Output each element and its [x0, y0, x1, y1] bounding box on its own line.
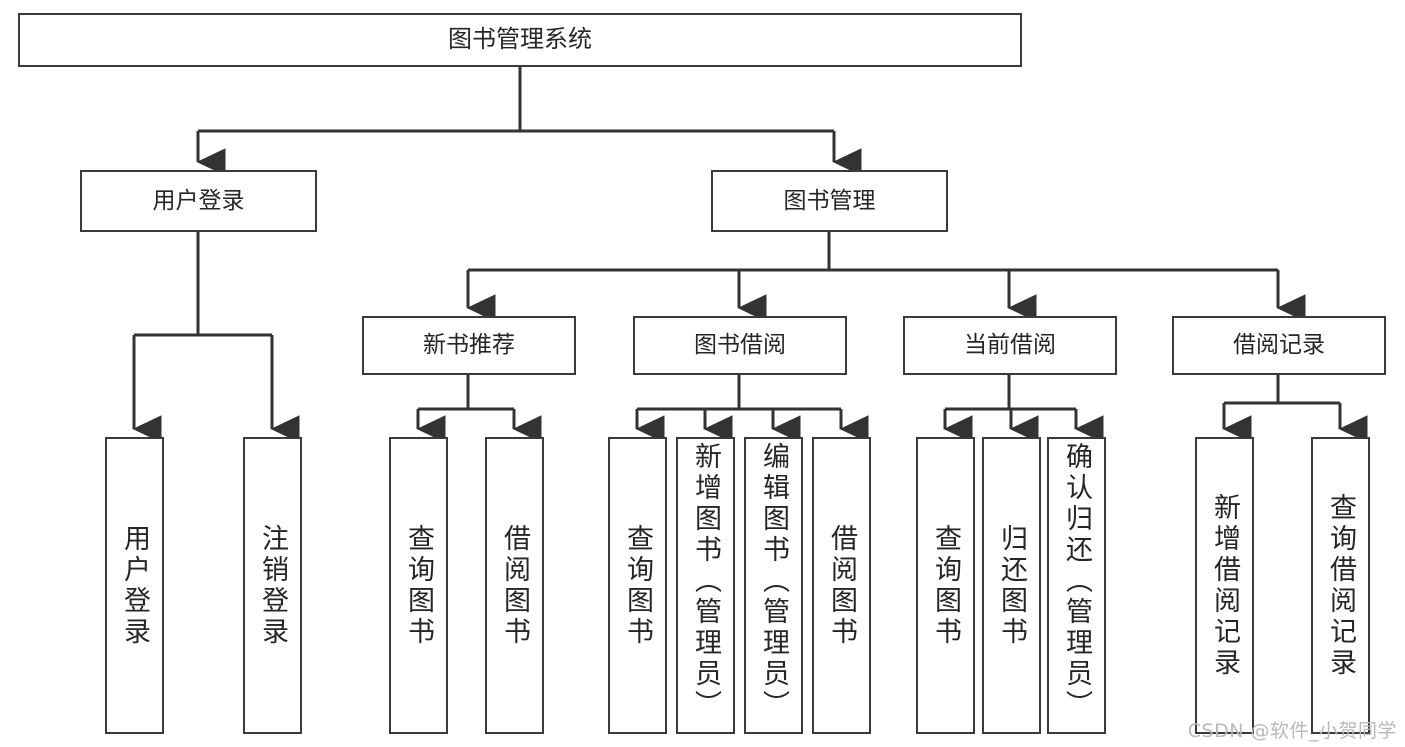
leaf-borrow-book[interactable]: 借阅图书 [812, 437, 871, 734]
leaf-search-books-borrow[interactable]: 查询图书 [608, 437, 667, 734]
node-label: 查询图书 [622, 523, 653, 648]
node-root-system[interactable]: 图书管理系统 [18, 13, 1022, 67]
leaf-confirm-return-admin[interactable]: 确认归还（管理员） [1047, 437, 1106, 734]
leaf-edit-book-admin[interactable]: 编辑图书（管理员） [744, 437, 803, 734]
node-label: 编辑图书（管理员） [758, 442, 789, 721]
node-label: 查询借阅记录 [1325, 492, 1356, 679]
node-label: 图书借阅 [694, 332, 786, 359]
leaf-user-logout[interactable]: 注销登录 [243, 437, 302, 734]
node-label: 新书推荐 [423, 332, 515, 359]
node-label: 注销登录 [257, 523, 288, 648]
node-label: 图书管理 [783, 187, 876, 214]
leaf-user-login[interactable]: 用户登录 [105, 437, 164, 734]
leaf-add-book-admin[interactable]: 新增图书（管理员） [676, 437, 735, 734]
node-label: 归还图书 [996, 523, 1027, 648]
node-user-login[interactable]: 用户登录 [80, 170, 317, 232]
node-book-borrow[interactable]: 图书借阅 [633, 316, 847, 375]
node-label: 借阅图书 [499, 523, 530, 648]
node-label: 借阅图书 [826, 523, 857, 648]
leaf-return-book[interactable]: 归还图书 [982, 437, 1041, 734]
leaf-search-books-recommend[interactable]: 查询图书 [389, 437, 448, 734]
csdn-watermark: CSDN @软件_小贺同学 [1187, 720, 1397, 742]
node-label: 确认归还（管理员） [1061, 442, 1092, 721]
node-new-book-recommend[interactable]: 新书推荐 [362, 316, 576, 375]
leaf-add-borrow-record[interactable]: 新增借阅记录 [1195, 437, 1254, 734]
node-label: 当前借阅 [964, 332, 1056, 359]
leaf-search-books-current[interactable]: 查询图书 [916, 437, 975, 734]
node-book-management[interactable]: 图书管理 [711, 170, 948, 232]
node-label: 用户登录 [119, 523, 150, 648]
node-label: 借阅记录 [1233, 332, 1325, 359]
leaf-search-borrow-record[interactable]: 查询借阅记录 [1311, 437, 1370, 734]
node-label: 用户登录 [152, 187, 245, 214]
node-current-borrow[interactable]: 当前借阅 [903, 316, 1117, 375]
node-borrow-records[interactable]: 借阅记录 [1172, 316, 1386, 375]
node-label: 查询图书 [930, 523, 961, 648]
leaf-borrow-books-recommend[interactable]: 借阅图书 [485, 437, 544, 734]
node-label: 图书管理系统 [448, 25, 592, 54]
node-label: 新增图书（管理员） [690, 442, 721, 721]
node-label: 新增借阅记录 [1209, 492, 1240, 679]
node-label: 查询图书 [403, 523, 434, 648]
